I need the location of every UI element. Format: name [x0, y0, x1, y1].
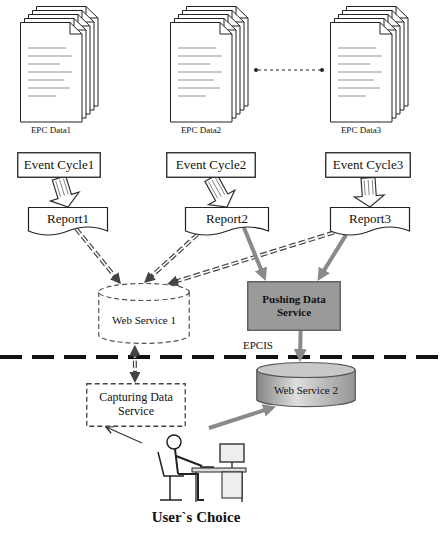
connector — [76, 228, 117, 279]
ellipsis-dot — [254, 68, 258, 72]
node-text: Capturing Data Service — [92, 391, 180, 419]
arrow-hatching — [364, 180, 373, 196]
data-source-label: EPC Data2 — [181, 125, 221, 135]
node-text: Web Service 1 — [112, 314, 176, 327]
boundary-label: EPCIS — [243, 339, 273, 352]
document-page — [21, 23, 83, 123]
document-stack — [21, 7, 99, 123]
connector — [209, 408, 270, 428]
dashed-double-arrow — [76, 228, 117, 279]
event-cycle-box: Event Cycle1 — [17, 152, 101, 178]
web-service-cylinder: Web Service 1 — [98, 283, 190, 345]
document-outline — [29, 208, 108, 236]
document-outline — [186, 208, 269, 236]
push-arrow — [244, 227, 264, 275]
connector — [148, 234, 197, 279]
node-text: Pushing Data Service — [253, 293, 335, 318]
connector — [244, 227, 264, 275]
web-service-cylinder: Web Service 2 — [256, 362, 356, 408]
chair — [158, 452, 184, 500]
node-text: Report3 — [349, 212, 391, 227]
document-page — [171, 23, 233, 123]
desk-drawer — [222, 472, 242, 498]
person-head — [167, 435, 181, 449]
report-document: Report2 — [185, 207, 269, 239]
connector — [50, 176, 79, 207]
arrow-hatching — [56, 179, 68, 197]
node-text: Event Cycle2 — [176, 158, 246, 173]
node-text: User`s Choice — [152, 509, 241, 526]
dashed-double-arrow — [148, 234, 197, 279]
double-line-gap — [153, 234, 198, 275]
block-arrow — [50, 176, 79, 207]
person-body — [175, 449, 204, 500]
arrow-hatching — [208, 178, 224, 199]
connector — [134, 351, 135, 377]
node-text: Event Cycle3 — [333, 158, 403, 173]
data-source-label: EPC Data1 — [31, 125, 71, 135]
box-outline — [87, 384, 186, 427]
document-outline — [331, 208, 410, 236]
connector — [173, 232, 334, 282]
document-stack — [171, 7, 249, 123]
thin-arrow — [106, 427, 142, 443]
dashed-double-arrow — [173, 232, 334, 282]
desk-legs — [196, 462, 242, 502]
ellipsis-line — [258, 70, 320, 71]
box-outline — [248, 282, 341, 331]
service-box: Pushing Data Service — [247, 281, 341, 331]
epcis-boundary — [0, 355, 448, 359]
block-arrow — [354, 178, 384, 207]
box-outline — [326, 153, 411, 178]
box-outline — [18, 153, 101, 178]
connector — [300, 331, 301, 356]
data-source-label: EPC Data3 — [341, 125, 381, 135]
document-page — [331, 23, 393, 123]
push-arrow — [209, 408, 270, 428]
block-arrow — [205, 175, 235, 207]
document-stack — [331, 7, 409, 123]
push-arrow — [298, 331, 302, 356]
node-text: Web Service 2 — [274, 384, 338, 397]
node-text: Report2 — [206, 212, 248, 227]
double-line-gap — [76, 228, 113, 274]
connector — [106, 427, 142, 443]
node-text: Event Cycle1 — [24, 158, 94, 173]
push-arrow — [321, 235, 346, 276]
desk-top — [192, 468, 246, 472]
node-text: Report1 — [47, 212, 89, 227]
dashed-double-arrow — [133, 351, 137, 377]
connector — [321, 235, 346, 276]
user-figure: User`s Choice — [142, 428, 250, 528]
cylinder-top — [257, 363, 356, 378]
connector — [205, 175, 235, 207]
event-cycle-box: Event Cycle3 — [325, 152, 411, 178]
box-outline — [167, 153, 256, 178]
monitor — [220, 444, 244, 462]
person-at-desk — [158, 435, 246, 502]
service-box: Capturing Data Service — [86, 383, 186, 427]
report-document: Report1 — [28, 207, 108, 239]
double-line-gap — [134, 357, 136, 371]
ellipsis-dot — [320, 68, 324, 72]
report-document: Report3 — [330, 207, 410, 239]
cylinder-top — [99, 284, 190, 301]
connector — [354, 178, 384, 207]
event-cycle-box: Event Cycle2 — [166, 152, 256, 178]
